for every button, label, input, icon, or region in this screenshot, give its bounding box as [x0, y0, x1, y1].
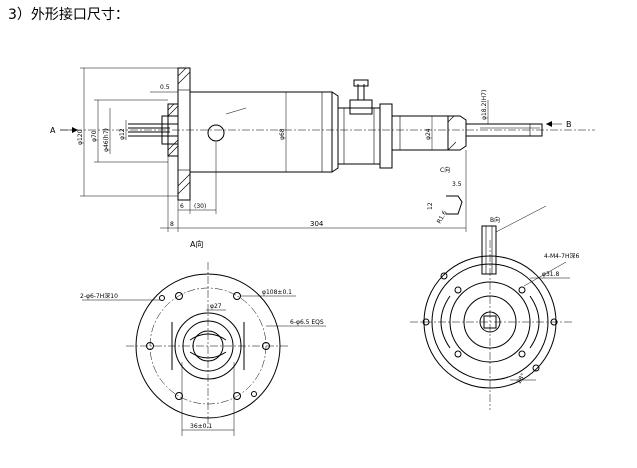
hub-collar	[167, 103, 179, 157]
note-0-5: 0.5	[160, 84, 170, 91]
detail-r1-6: R1.6	[436, 209, 449, 225]
dim-phi31-8: φ31.8	[542, 271, 560, 278]
body-hole	[207, 124, 225, 142]
detail-b-label: B向	[490, 216, 500, 224]
view-a-title: A向	[190, 239, 203, 249]
view-a: 2-φ6-7H深10 φ27 φ108±0.1 6-φ6.5 EQS 36±0.…	[80, 262, 326, 436]
view-a-outer-circle	[135, 273, 281, 419]
view-b-connector	[481, 225, 497, 275]
detail-3-5: 3.5	[452, 181, 462, 188]
section-heading: 3）外形接口尺寸：	[8, 7, 129, 23]
output-flange	[447, 115, 467, 151]
side-view: A B φ120 φ70 φ12 φ46(h7) φ68 φ24 φ18.2(H…	[50, 67, 595, 249]
dim-phi12: φ12	[119, 128, 126, 140]
dim-28-deg: 28°	[516, 372, 527, 385]
dim-2-holes: 2-φ6-7H深10	[80, 292, 118, 300]
bolt-hole-3	[175, 292, 183, 300]
body-end-cap	[331, 91, 339, 173]
dim-8: 8	[170, 221, 174, 228]
dim-4-m4: 4-M4-7H深6	[544, 252, 579, 260]
threaded-hole-1	[454, 286, 462, 294]
dim-phi120: φ120	[77, 129, 84, 145]
detail-c-profile	[446, 195, 463, 215]
dim-phi68: φ68	[279, 128, 286, 140]
pin-hole-2	[251, 391, 257, 397]
view-b-pcd	[449, 281, 531, 363]
motor-body	[189, 91, 333, 173]
detail-c-label: C向	[440, 166, 450, 174]
dim-phi18: φ18.2(H7)	[481, 90, 488, 120]
bolt-hole-6	[233, 392, 241, 400]
connector	[349, 99, 373, 115]
view-b-arrow-label: B	[566, 120, 572, 129]
detail-12: 12	[427, 202, 434, 210]
dim-30: (30)	[194, 203, 206, 210]
dim-phi108: φ108±0.1	[262, 289, 292, 296]
view-a-spigot	[174, 312, 242, 380]
dim-6: 6	[180, 203, 184, 210]
bolt-hole-4	[146, 342, 154, 350]
bolt-hole-2	[233, 292, 241, 300]
threaded-hole-4	[518, 350, 526, 358]
dim-phi24: φ24	[425, 128, 432, 140]
bolt-hole-5	[175, 392, 183, 400]
bolt-hole-1	[262, 342, 270, 350]
view-b-outer-circle	[423, 255, 557, 389]
view-a-pcd	[149, 287, 267, 405]
dim-6-holes-eqs: 6-φ6.5 EQS	[290, 319, 324, 326]
dim-36: 36±0.1	[190, 423, 212, 430]
threaded-hole-3	[454, 350, 462, 358]
output-housing	[391, 115, 449, 151]
output-shaft	[465, 123, 543, 137]
dim-phi70: φ70	[91, 130, 98, 142]
dim-304: 304	[310, 220, 324, 228]
dim-phi27: φ27	[210, 303, 222, 310]
view-b: 4-M4-7H深6 φ31.8 28°	[410, 205, 579, 410]
dim-phi46h7: φ46(h7)	[103, 128, 110, 152]
flange-hatch	[177, 67, 191, 195]
pin-hole-1	[159, 295, 165, 301]
threaded-hole-2	[518, 286, 526, 294]
view-a-arrow-label: A	[50, 126, 56, 135]
